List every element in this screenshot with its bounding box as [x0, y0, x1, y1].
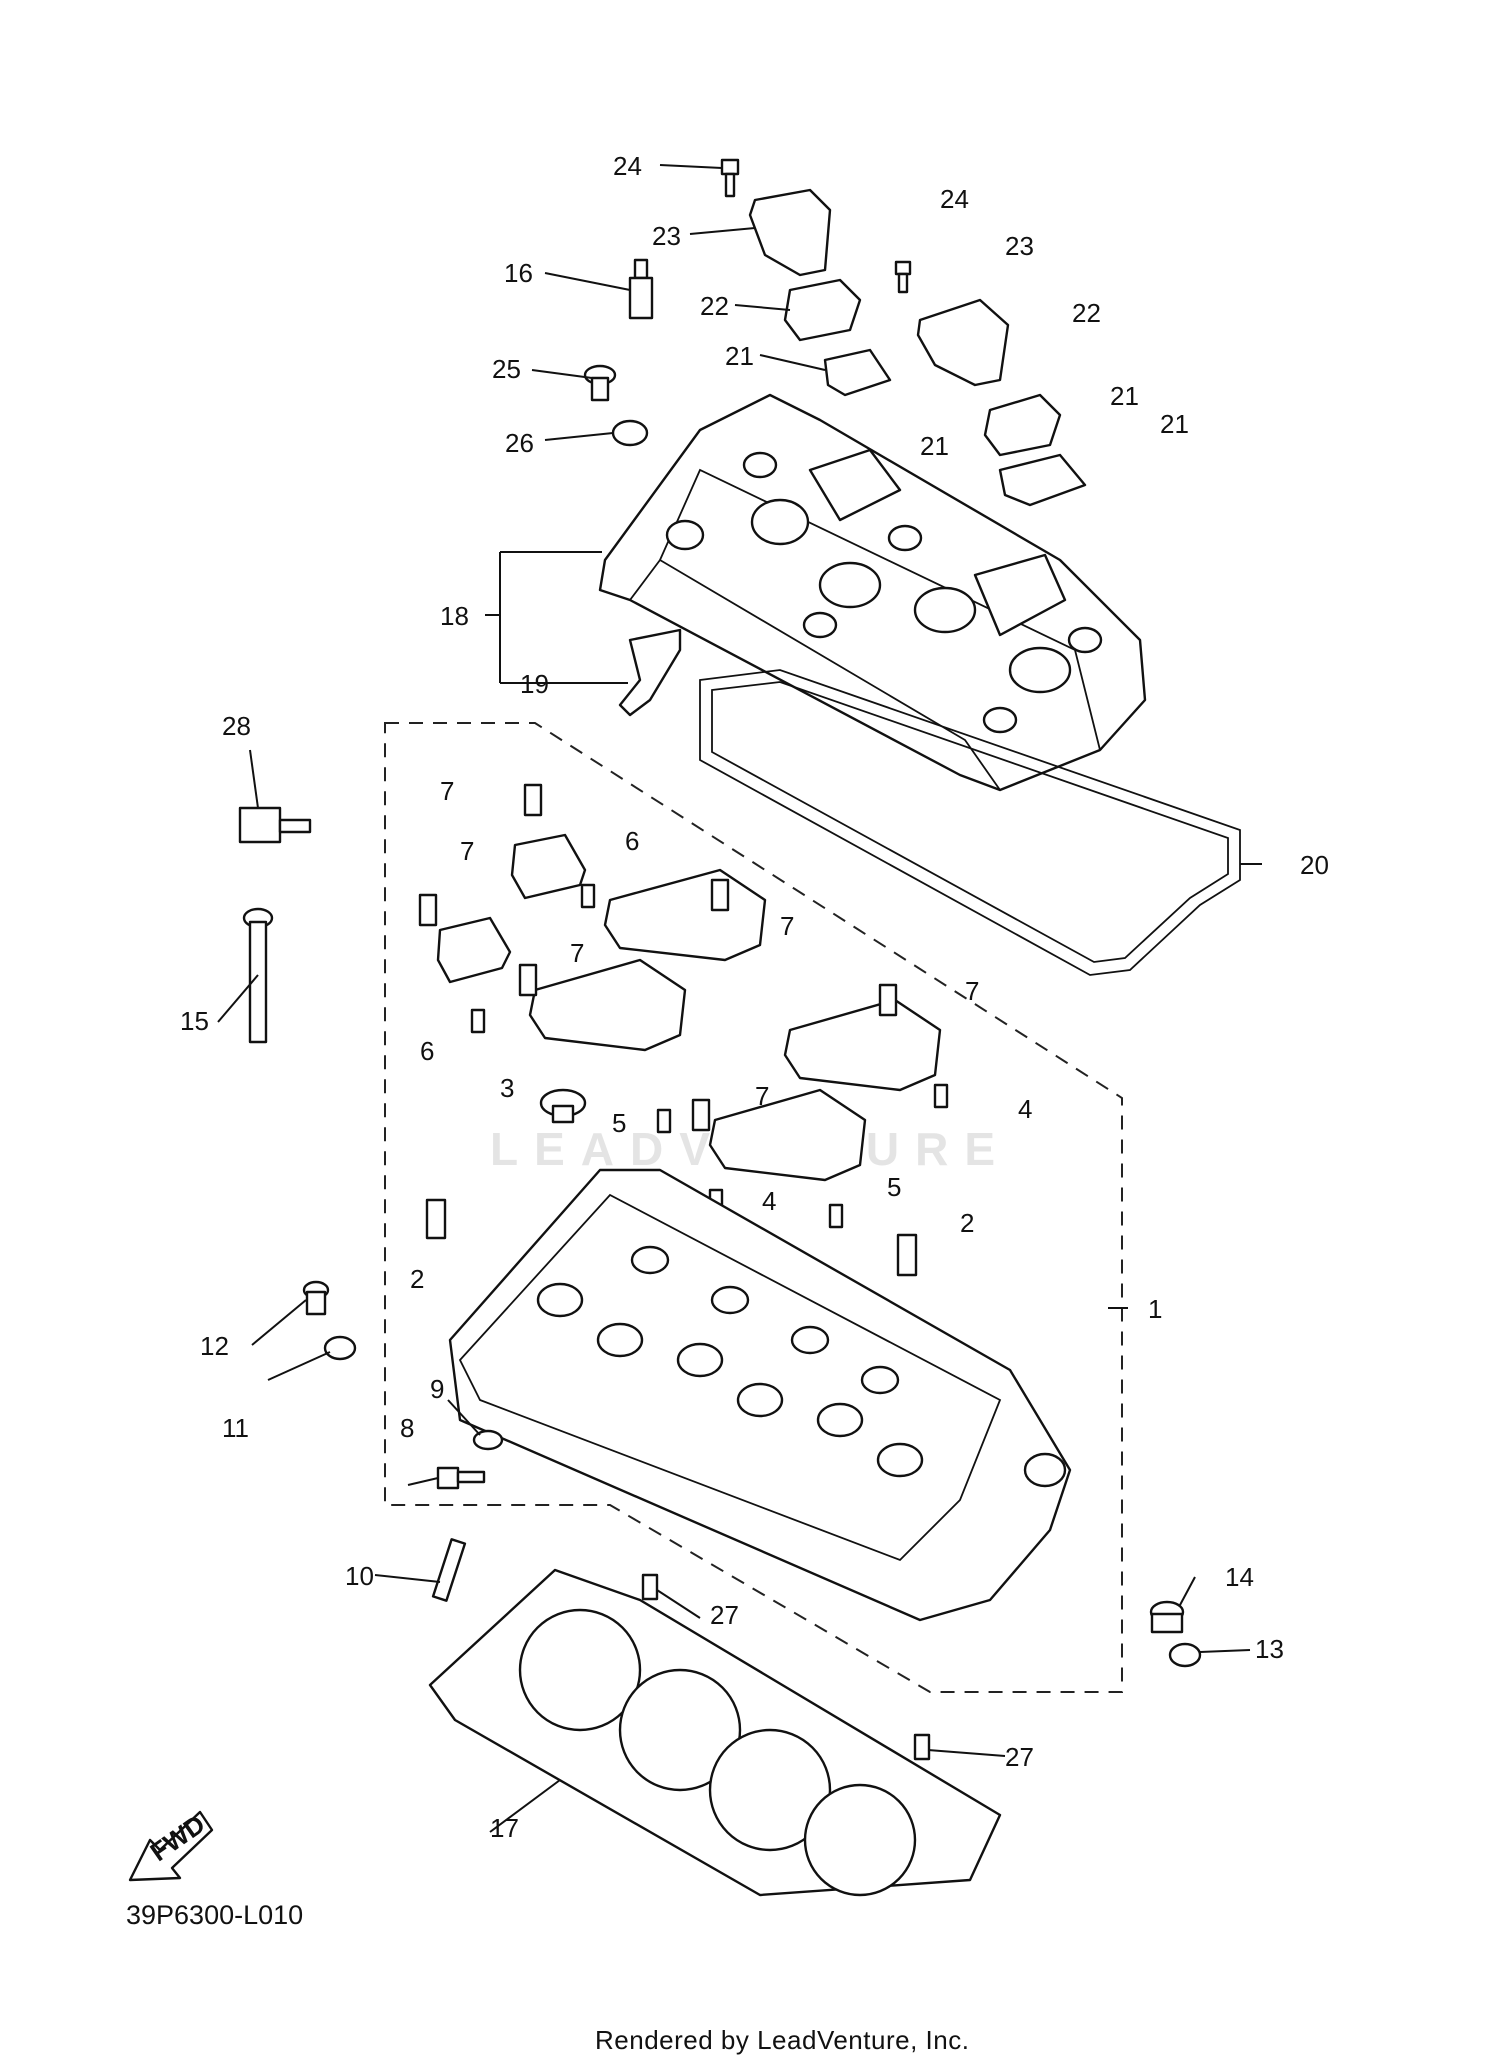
- assembly-boundary: [384, 722, 1123, 1693]
- dowel-27b[interactable]: [913, 1733, 931, 1761]
- coil-cover-23a[interactable]: [748, 188, 832, 277]
- callout-19: 19: [520, 669, 549, 699]
- stud-10[interactable]: [431, 1538, 467, 1602]
- leader-lines: [217, 164, 1262, 1833]
- damper-21a[interactable]: [823, 348, 892, 397]
- callout-21c: 21: [1110, 381, 1139, 411]
- callout-26: 26: [505, 428, 534, 458]
- callout-21a: 21: [725, 341, 754, 371]
- washer-13[interactable]: [1168, 1642, 1202, 1668]
- bolt-8[interactable]: [436, 1466, 486, 1490]
- callout-6b: 6: [420, 1036, 434, 1066]
- callout-23a: 23: [652, 221, 681, 251]
- callout-13: 13: [1255, 1634, 1284, 1664]
- gasket-22a[interactable]: [783, 278, 862, 342]
- callout-2b: 2: [960, 1208, 974, 1238]
- plug-3[interactable]: [539, 1088, 587, 1124]
- cam-cap-a[interactable]: [510, 833, 587, 900]
- cam-cap-b[interactable]: [436, 916, 512, 984]
- screw-24a[interactable]: [720, 158, 740, 198]
- callout-10: 10: [345, 1561, 374, 1591]
- callout-18: 18: [440, 601, 469, 631]
- cam-cap-f[interactable]: [708, 1088, 867, 1182]
- cam-cap-e[interactable]: [783, 998, 942, 1092]
- cylinder-head[interactable]: [448, 1168, 1072, 1622]
- fwd-arrow-icon: FWD: [128, 1809, 214, 1882]
- callout-17: 17: [490, 1813, 519, 1843]
- cylinder-head-cover[interactable]: [598, 393, 1147, 792]
- bolt-28[interactable]: [238, 806, 312, 844]
- bracket[interactable]: [618, 628, 682, 717]
- washer-26[interactable]: [611, 419, 649, 447]
- rendered-by-credit: Rendered by LeadVenture, Inc.: [595, 2025, 970, 2055]
- screw-24b[interactable]: [894, 260, 912, 294]
- callout-22b: 22: [1072, 298, 1101, 328]
- callout-4a: 4: [1018, 1094, 1032, 1124]
- nut-14[interactable]: [1149, 1600, 1185, 1634]
- callout-11: 11: [222, 1413, 249, 1443]
- callout-7f: 7: [755, 1081, 769, 1111]
- callout-7e: 7: [965, 976, 979, 1006]
- bolt-15[interactable]: [242, 907, 274, 1044]
- callout-4b: 4: [762, 1186, 776, 1216]
- head-gasket[interactable]: [428, 1568, 1002, 1897]
- callout-2a: 2: [410, 1264, 424, 1294]
- callout-15: 15: [180, 1006, 209, 1036]
- stud-2a[interactable]: [425, 1198, 447, 1240]
- callout-7d: 7: [570, 938, 584, 968]
- callout-7a: 7: [440, 776, 454, 806]
- coil-cover-23b[interactable]: [916, 298, 1010, 387]
- callout-14: 14: [1225, 1562, 1254, 1592]
- callout-25: 25: [492, 354, 521, 384]
- callout-24a: 24: [613, 151, 642, 181]
- gasket-22b[interactable]: [983, 393, 1062, 457]
- spark-plug-16[interactable]: [628, 258, 654, 320]
- callout-5a: 5: [612, 1108, 626, 1138]
- callout-28: 28: [222, 711, 251, 741]
- callout-1: 1: [1148, 1294, 1162, 1324]
- cam-cap-d[interactable]: [528, 958, 687, 1052]
- dowel-27a[interactable]: [641, 1573, 659, 1601]
- cover-gasket[interactable]: [699, 669, 1241, 976]
- callout-5b: 5: [887, 1172, 901, 1202]
- callout-20: 20: [1300, 850, 1329, 880]
- callout-7b: 7: [460, 836, 474, 866]
- bolts-7[interactable]: [418, 783, 898, 1132]
- callout-6a: 6: [625, 826, 639, 856]
- callout-labels: 24 24 23 23 16 22 22 21 21 21 21 25 26 1…: [180, 151, 1329, 1843]
- callout-9: 9: [430, 1374, 444, 1404]
- callout-24b: 24: [940, 184, 969, 214]
- callout-27a: 27: [710, 1600, 739, 1630]
- callout-21b: 21: [920, 431, 949, 461]
- washer-9[interactable]: [472, 1429, 504, 1451]
- damper-21b[interactable]: [998, 453, 1087, 507]
- cam-cap-c[interactable]: [603, 868, 767, 962]
- callout-21d: 21: [1160, 409, 1189, 439]
- bolt-12[interactable]: [302, 1280, 330, 1316]
- callout-12: 12: [200, 1331, 229, 1361]
- washer-11[interactable]: [323, 1335, 357, 1361]
- callout-7c: 7: [780, 911, 794, 941]
- callout-16: 16: [504, 258, 533, 288]
- callout-23b: 23: [1005, 231, 1034, 261]
- callout-3: 3: [500, 1073, 514, 1103]
- diagram-code: 39P6300-L010: [126, 1900, 304, 1930]
- callout-8: 8: [400, 1413, 414, 1443]
- callout-22a: 22: [700, 291, 729, 321]
- stud-2b[interactable]: [896, 1233, 918, 1277]
- callout-27b: 27: [1005, 1742, 1034, 1772]
- bolt-25[interactable]: [583, 364, 617, 402]
